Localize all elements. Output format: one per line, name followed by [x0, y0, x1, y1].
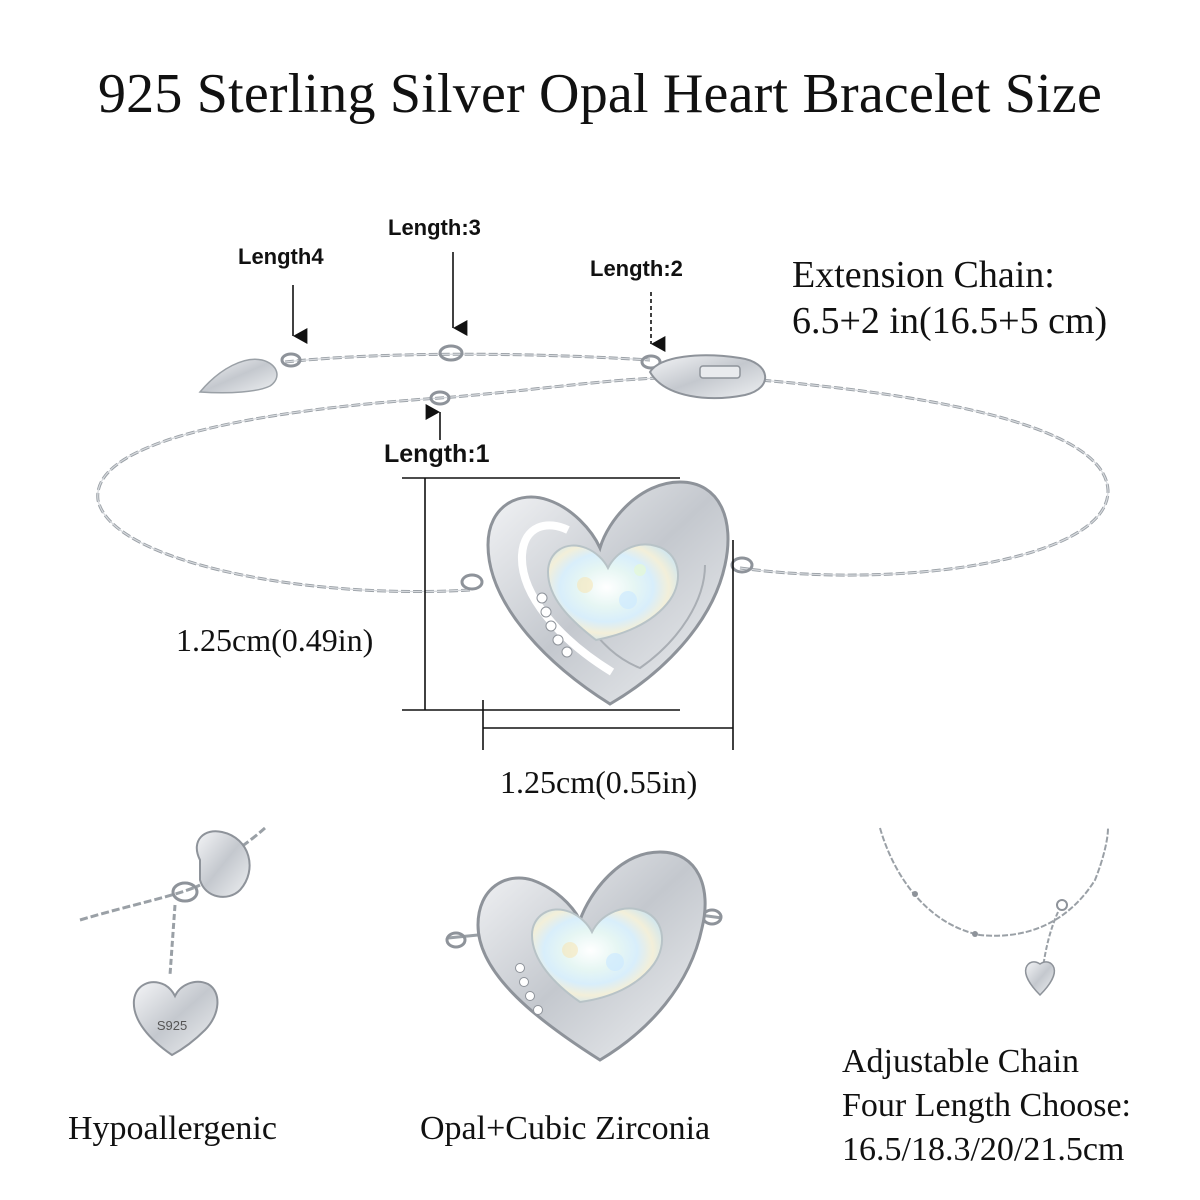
length4-label: Length4: [238, 244, 324, 269]
extension-chain: [280, 344, 662, 406]
hypoallergenic-image: S925: [79, 826, 266, 1057]
width-dimension: 1.25cm(0.55in): [500, 764, 698, 800]
page-title: 925 Sterling Silver Opal Heart Bracelet …: [97, 63, 1103, 125]
caption-adjustable-chain: Adjustable Chain Four Length Choose: 16.…: [842, 1040, 1131, 1172]
main-chain: [96, 376, 1110, 594]
extension-chain-size: 6.5+2 in(16.5+5 cm): [792, 300, 1108, 342]
adjustable-chain-image: [879, 827, 1109, 997]
s925-stamp: S925: [157, 1018, 187, 1033]
heart-tag-small: [198, 358, 278, 394]
caption-opal-zirconia: Opal+Cubic Zirconia: [420, 1110, 711, 1147]
extension-chain-text: Extension Chain: 6.5+2 in(16.5+5 cm): [792, 252, 1107, 344]
length3-label: Length:3: [388, 215, 481, 240]
heart-pendant: [460, 480, 754, 706]
caption-hypoallergenic: Hypoallergenic: [68, 1110, 277, 1147]
length2-label: Length:2: [590, 256, 683, 281]
lobster-clasp: [648, 354, 766, 400]
length1-label: Length:1: [384, 440, 490, 468]
height-dimension: 1.25cm(0.49in): [176, 622, 374, 658]
dimension-lines: [402, 477, 734, 750]
opal-closeup-image: [445, 850, 723, 1062]
adjustable-line-3: 16.5/18.3/20/21.5cm: [842, 1131, 1125, 1168]
adjustable-line-1: Adjustable Chain: [842, 1043, 1080, 1080]
extension-chain-heading: Extension Chain:: [792, 254, 1055, 296]
adjustable-line-2: Four Length Choose:: [842, 1087, 1131, 1124]
length-arrows: [292, 252, 666, 440]
